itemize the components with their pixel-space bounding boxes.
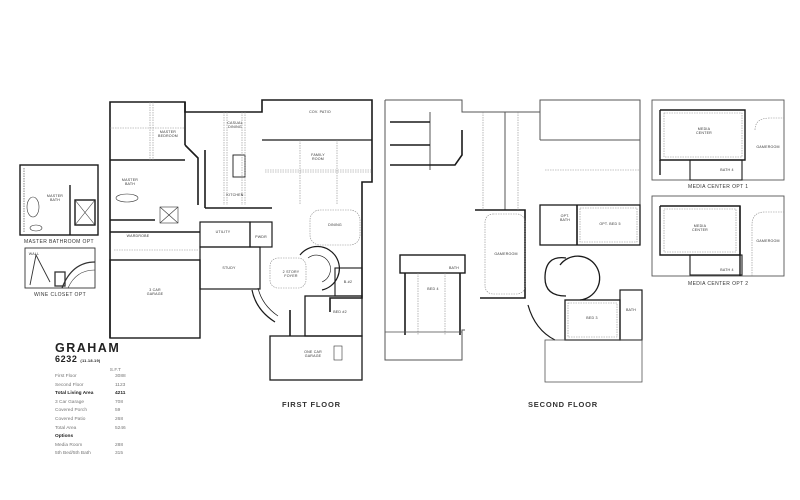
area-label: First Floor (55, 374, 77, 379)
room-label-dining: DINING (328, 223, 342, 227)
area-label: Total Area (55, 425, 77, 431)
option-value: 288 (115, 442, 124, 448)
plan-number-line: 6232(11.18.19) (55, 354, 145, 366)
room-label-gameroom-opt2: GAMEROOM (756, 239, 780, 243)
plan-date: (11.18.19) (80, 358, 101, 363)
area-value: 1123 (115, 382, 126, 388)
room-label-gameroom-opt1: GAMEROOM (756, 145, 780, 149)
area-label: Covered Porch (55, 408, 87, 414)
area-label: 3 Car Garage (55, 399, 85, 405)
room-label-gameroom: GAMEROOM (494, 252, 518, 256)
option-row-media-room: Media Room 288 (55, 442, 145, 451)
room-label-cov-patio: COV. PATIO (309, 110, 331, 114)
option-row-5th-bed: 5th Bed/5th Bath 315 (55, 450, 145, 459)
room-label-master-bath-opt: MASTER BATH (46, 194, 64, 202)
room-label-bath-4: BATH (448, 266, 460, 270)
area-row-second-floor: Second Floor 1123 (55, 382, 145, 391)
room-label-opt-bath: OPT. BATH (559, 214, 571, 222)
area-label: Covered Patio (55, 416, 86, 422)
area-value: 3088 (115, 374, 126, 379)
option-label: 5th Bed/5th Bath (55, 451, 91, 457)
area-row-garage: 3 Car Garage 708 (55, 399, 145, 408)
room-label-3-car-garage: 3 CAR GARAGE (146, 288, 164, 296)
room-label-media-center-opt2: MEDIA CENTER (692, 224, 708, 232)
room-label-bath-3: BATH (625, 308, 637, 312)
area-value: 5246 (115, 425, 126, 431)
room-label-wardrobe: WARDROBE (126, 234, 150, 238)
room-label-bed-4: BED 4 (427, 287, 439, 291)
area-row-covered-patio: Covered Patio 268 (55, 416, 145, 425)
area-value: 708 (115, 399, 124, 405)
area-row-first-floor: First Floor 3088 (55, 373, 145, 382)
room-label-casual-dining: CASUAL DINING (227, 121, 243, 129)
room-label-kitchen: KITCHEN (226, 193, 244, 197)
room-label-bath-opt1: BATH 4 (720, 168, 734, 172)
room-label-master-bath: MASTER BATH (121, 178, 139, 186)
room-label-family-room: FAMILY ROOM (311, 153, 325, 161)
area-label: Total Living Area (55, 391, 94, 397)
room-label-bed-2: BED #2 (333, 310, 347, 314)
area-value: 4211 (115, 391, 126, 397)
option-label: Media Room (55, 442, 83, 448)
master-bathroom-opt-caption: MASTER BATHROOM OPT (24, 239, 95, 245)
wine-closet-opt-caption: WINE CLOSET OPT (34, 292, 87, 298)
room-label-wall: WALL (28, 252, 40, 256)
area-label: Second Floor (55, 382, 84, 388)
first-floor-title: FIRST FLOOR (282, 400, 341, 409)
room-label-bed-3: BED 3 (586, 316, 598, 320)
room-label-study: STUDY (222, 266, 236, 270)
area-value: 268 (115, 416, 124, 422)
area-row-total-living: Total Living Area 4211 (55, 390, 145, 399)
room-label-opt-bed-5: OPT. BED 5 (599, 222, 621, 226)
area-row-covered-porch: Covered Porch 59 (55, 407, 145, 416)
room-label-master-bedroom: MASTER BEDROOM (158, 130, 178, 138)
plan-title-block: GRAHAM 6232(11.18.19) S.F.T First Floor 3… (55, 342, 145, 459)
area-table: First Floor 3088 Second Floor 1123 Total L… (55, 373, 145, 433)
plan-number: 6232 (55, 354, 78, 364)
area-row-total-area: Total Area 5246 (55, 425, 145, 434)
plan-name: GRAHAM (55, 341, 121, 355)
room-label-media-center-opt1: MEDIA CENTER (696, 127, 712, 135)
option-value: 315 (115, 451, 124, 457)
room-label-bath-opt2: BATH 4 (720, 268, 734, 272)
room-label-foyer: 2 STORY FOYER (282, 270, 300, 278)
room-label-bath-2: B-#2 (343, 280, 353, 284)
room-label-one-car-garage: ONE CAR GARAGE (304, 350, 322, 358)
second-floor-title: SECOND FLOOR (528, 400, 599, 409)
options-header: Options (55, 434, 74, 440)
media-center-opt2-caption: MEDIA CENTER OPT 2 (688, 281, 749, 287)
second-floor-outer-wall (384, 100, 465, 361)
media-center-opt1-caption: MEDIA CENTER OPT 1 (688, 184, 749, 190)
area-value: 59 (115, 408, 121, 414)
sqft-header: S.F.T (109, 368, 121, 373)
room-label-utility: UTILITY (215, 230, 231, 234)
room-label-powder: PWDR (255, 235, 267, 239)
